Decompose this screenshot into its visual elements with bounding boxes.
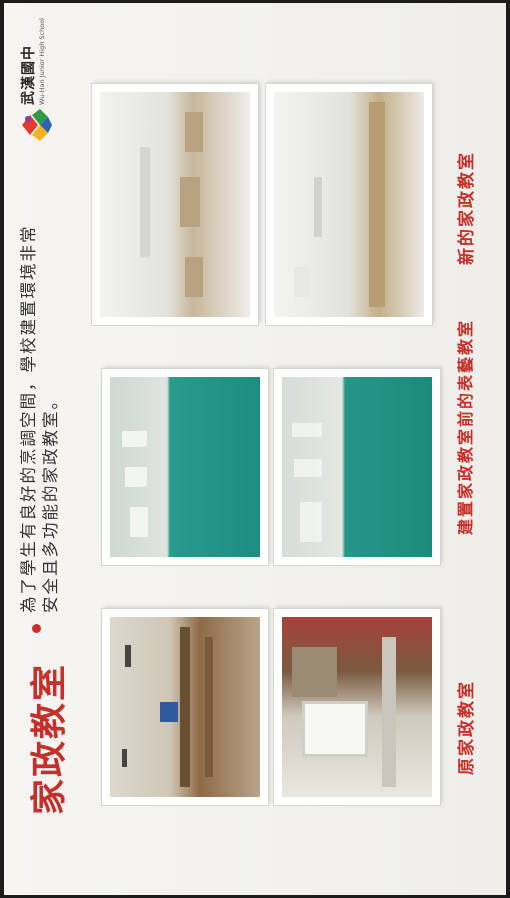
caption-new-classroom: 新的家政教室 <box>457 151 477 265</box>
photo-arts-classroom-2 <box>274 369 440 565</box>
photo-original-classroom-1 <box>102 609 268 805</box>
caption-arts-classroom: 建置家政教室前的表藝教室 <box>456 318 475 535</box>
photo-new-classroom-2 <box>266 84 432 325</box>
photo-image <box>274 92 424 317</box>
caption-original-classroom: 原家政教室 <box>457 680 477 775</box>
photo-image <box>110 377 260 557</box>
slide-canvas: 家政教室 為了學生有良好的烹調空間，學校建置環境非常 安全且多功能的家政教室。 … <box>4 3 506 895</box>
slide-frame: 家政教室 為了學生有良好的烹調空間，學校建置環境非常 安全且多功能的家政教室。 … <box>4 3 506 895</box>
photo-image <box>110 617 260 797</box>
photo-original-classroom-2 <box>274 609 440 805</box>
photo-arts-classroom-1 <box>102 369 268 565</box>
photo-new-classroom-1 <box>92 84 258 325</box>
school-logo-icon <box>22 109 52 141</box>
school-name-cn: 武漢國中 <box>21 45 37 105</box>
school-name-en: Wu-Han Junior High School <box>38 18 46 105</box>
bullet-dot-icon <box>32 624 41 633</box>
photo-image <box>282 377 432 557</box>
page-title: 家政教室 <box>29 662 70 815</box>
photo-image <box>282 617 432 797</box>
school-logo: 武漢國中 Wu-Han Junior High School <box>14 13 62 143</box>
photo-image <box>100 92 250 317</box>
